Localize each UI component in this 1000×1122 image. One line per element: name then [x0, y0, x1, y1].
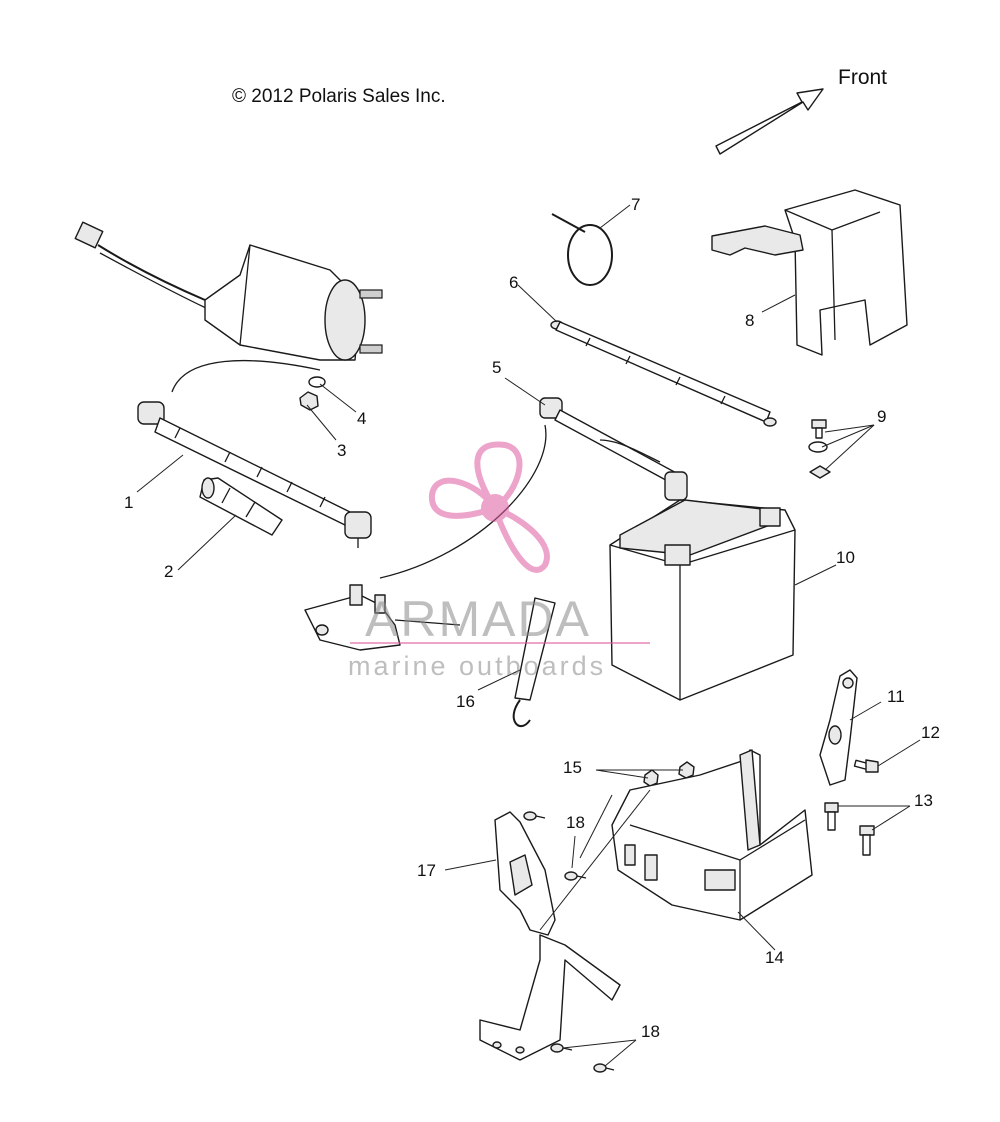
callout-13: 13: [914, 791, 933, 810]
short-cable-part: [539, 397, 688, 501]
battery-cover-part: [711, 189, 908, 356]
mounting-bracket-part: [819, 669, 858, 786]
battery-strap-part: [512, 597, 556, 727]
callout-9: 9: [877, 407, 886, 426]
copyright-text: © 2012 Polaris Sales Inc.: [232, 86, 446, 107]
starter-motor-part: [74, 221, 383, 361]
bolts-part-13: [824, 802, 875, 856]
callout-12: 12: [921, 723, 940, 742]
callout-8: 8: [745, 311, 754, 330]
callout-18-lower: 18: [641, 1022, 660, 1041]
watermark-logo: ARMADA marine outboards: [348, 441, 650, 681]
battery-terminal-hardware-part: [808, 419, 831, 479]
watermark-brand: ARMADA: [365, 591, 591, 647]
callout-3: 3: [337, 441, 346, 460]
watermark-tagline: marine outboards: [348, 651, 606, 681]
front-label: Front: [838, 66, 887, 89]
callout-11: 11: [887, 687, 905, 706]
plate-bracket-part: [479, 811, 621, 1061]
sleeve-part: [199, 477, 283, 536]
propeller-icon: [428, 441, 550, 573]
callout-17: 17: [417, 861, 436, 880]
battery-part: [609, 499, 796, 701]
callout-7: 7: [631, 195, 640, 214]
solenoid-part: [304, 584, 461, 651]
leader-lines: [136, 204, 921, 1067]
callout-14: 14: [765, 948, 784, 967]
screws-part-18-lower: [550, 1043, 615, 1073]
starter-cable-part: [137, 401, 372, 548]
screws-part-18-upper: [523, 811, 587, 881]
callout-10: 10: [836, 548, 855, 567]
callout-labels: 1 2 3 4 5 6 7 8 9 10 11 12 13 14 15 16 1…: [124, 195, 940, 1041]
callout-15: 15: [563, 758, 582, 777]
cable-tie-part: [551, 213, 613, 286]
callout-4: 4: [357, 409, 366, 428]
nut-part: [299, 391, 319, 411]
battery-tray-part: [611, 749, 813, 921]
callout-1: 1: [124, 493, 133, 512]
callout-6: 6: [509, 273, 518, 292]
callout-18-upper: 18: [566, 813, 585, 832]
callout-5: 5: [492, 358, 501, 377]
bolt-part-12: [853, 759, 879, 773]
negative-cable-part: [550, 320, 777, 427]
front-arrow: [715, 88, 824, 155]
callout-16: 16: [456, 692, 475, 711]
callout-2: 2: [164, 562, 173, 581]
